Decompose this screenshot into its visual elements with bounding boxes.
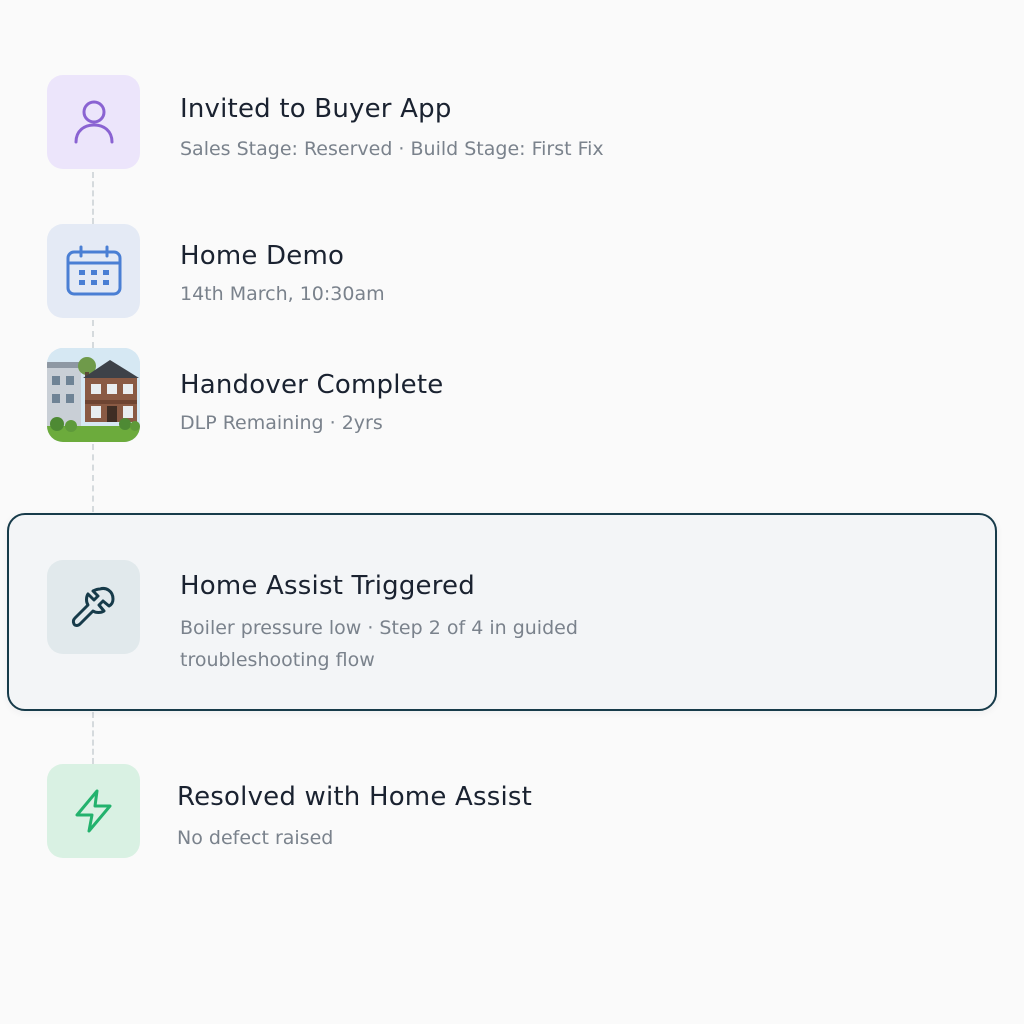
timeline-connector bbox=[92, 172, 94, 224]
invited-icon-tile bbox=[47, 75, 140, 169]
timeline-item-title: Handover Complete bbox=[180, 370, 444, 400]
timeline-connector bbox=[92, 320, 94, 348]
timeline-item-title: Resolved with Home Assist bbox=[177, 782, 533, 812]
timeline-item-subtitle-line1: Boiler pressure low · Step 2 of 4 in gui… bbox=[180, 617, 578, 639]
house-photo-image bbox=[47, 348, 140, 442]
home-demo-icon-tile bbox=[47, 224, 140, 318]
home-assist-icon-tile bbox=[47, 560, 140, 654]
wrench-icon bbox=[71, 587, 114, 627]
timeline-item-title: Home Assist Triggered bbox=[180, 571, 475, 601]
house-photo bbox=[47, 348, 140, 442]
lightning-bolt-icon bbox=[75, 789, 111, 833]
timeline-connector bbox=[92, 712, 94, 764]
timeline-item-home-assist-card[interactable] bbox=[7, 513, 997, 711]
timeline-item-subtitle: 14th March, 10:30am bbox=[180, 283, 385, 305]
resolved-icon-tile bbox=[47, 764, 140, 858]
user-icon bbox=[74, 100, 113, 144]
timeline-item-title: Invited to Buyer App bbox=[180, 94, 452, 124]
timeline-item-subtitle: DLP Remaining · 2yrs bbox=[180, 412, 383, 434]
calendar-icon bbox=[66, 245, 121, 296]
timeline-item-subtitle-line2: troubleshooting flow bbox=[180, 649, 375, 671]
timeline-item-subtitle: No defect raised bbox=[177, 827, 334, 849]
timeline-connector bbox=[92, 444, 94, 512]
timeline-item-subtitle: Sales Stage: Reserved · Build Stage: Fir… bbox=[180, 138, 604, 160]
timeline-item-title: Home Demo bbox=[180, 241, 345, 271]
